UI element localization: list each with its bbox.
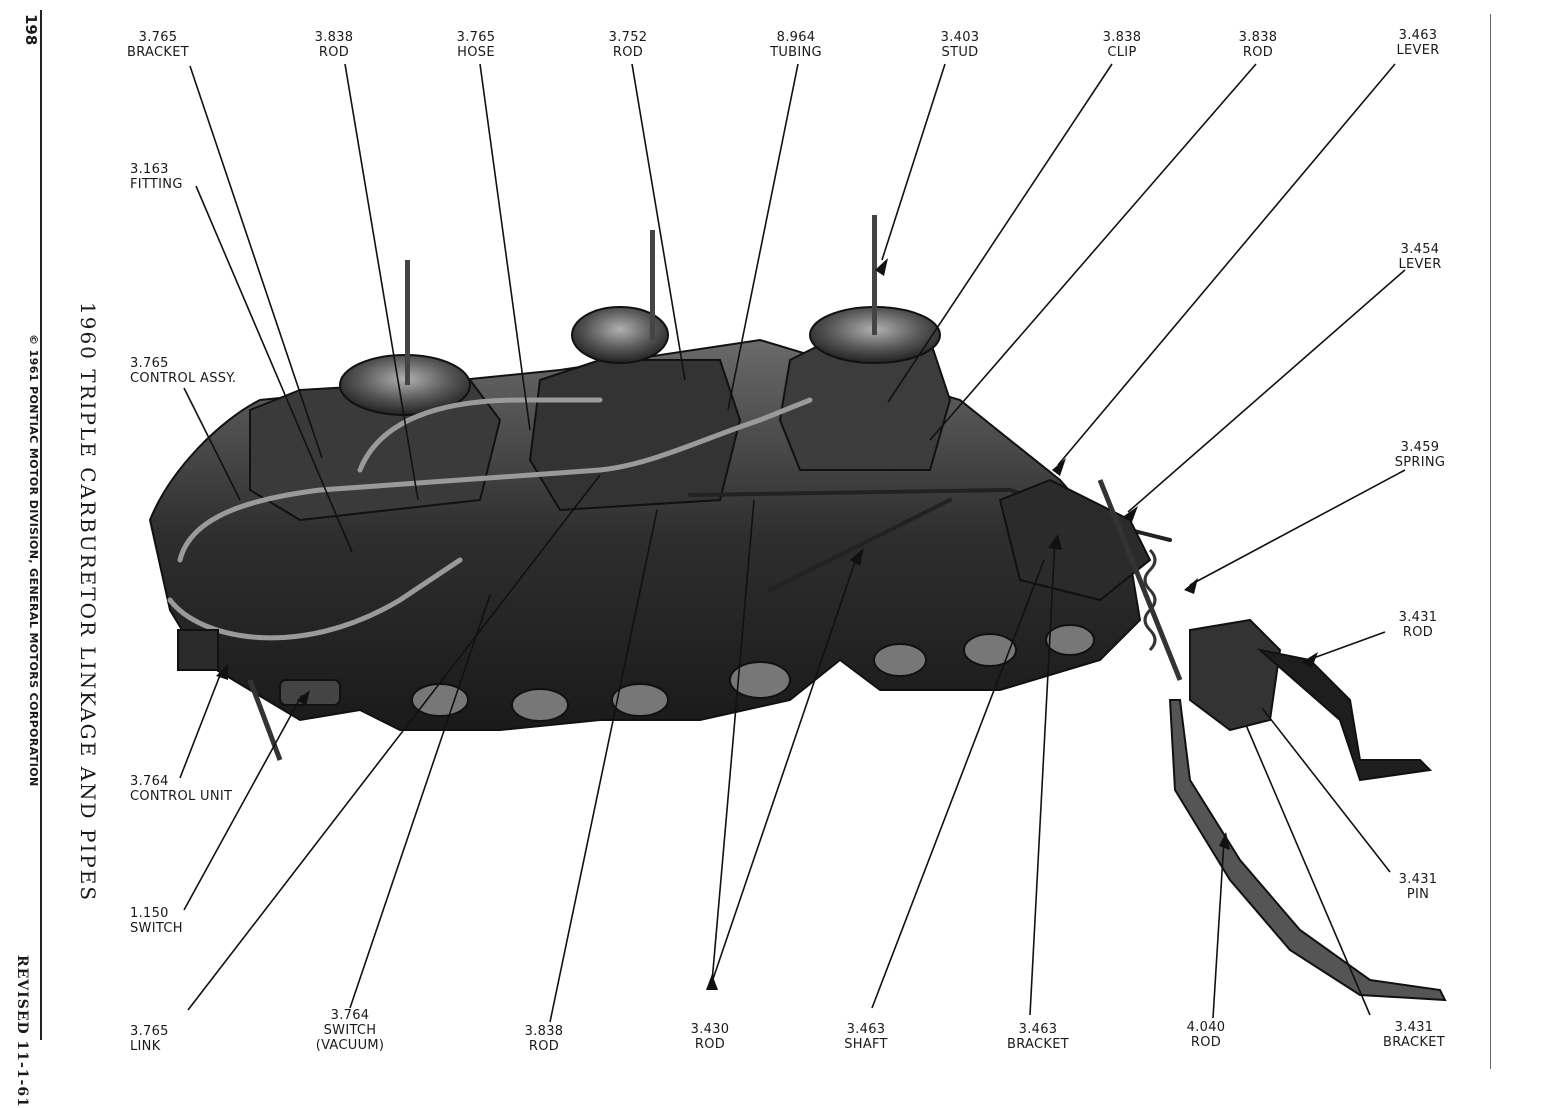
fuel-tubing (167, 397, 813, 641)
leader-lines (179, 63, 1406, 1023)
throttle-bracket-assembly (998, 478, 1447, 1002)
control-unit (177, 629, 341, 761)
parts-diagram-page: 198 1960 TRIPLE CARBURETOR LINKAGE AND P… (14, 10, 1491, 1108)
left-margin-rule (40, 10, 42, 1040)
right-carburetor (778, 215, 952, 471)
carburetor-linkage-illustration (148, 63, 1447, 1023)
right-margin-rule (1490, 14, 1491, 1069)
leader-arrowheads (216, 258, 1318, 990)
left-carburetor (249, 260, 502, 522)
